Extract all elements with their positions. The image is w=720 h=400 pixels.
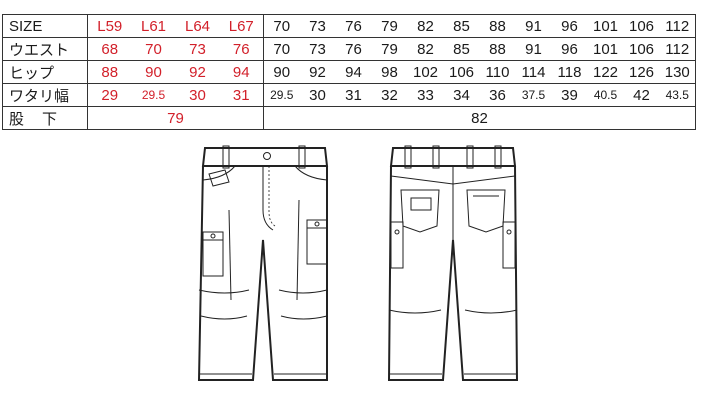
mens-cell: 40.5: [587, 83, 624, 107]
ladies-cell: 76: [219, 37, 264, 61]
mens-cell: 114: [515, 60, 552, 84]
mens-cell: 106: [443, 60, 480, 84]
mens-cell: 73: [299, 37, 336, 61]
mens-cell: 106: [623, 14, 660, 38]
mens-cell: 110: [479, 60, 516, 84]
mens-cell: 30: [299, 83, 336, 107]
mens-cell: 94: [335, 60, 372, 84]
mens-cell: 118: [551, 60, 588, 84]
ladies-cell: 29: [87, 83, 132, 107]
mens-cell: 102: [407, 60, 444, 84]
mens-cell: 85: [443, 37, 480, 61]
mens-cell: 31: [335, 83, 372, 107]
mens-cell: 76: [335, 14, 372, 38]
mens-cell: 130: [659, 60, 696, 84]
mens-cell: 91: [515, 14, 552, 38]
mens-cell: 112: [659, 14, 696, 38]
ladies-cell: 92: [175, 60, 220, 84]
ladies-cell: 73: [175, 37, 220, 61]
ladies-cell: L59: [87, 14, 132, 38]
mens-cell: 101: [587, 37, 624, 61]
ladies-inseam-cell: 79: [87, 106, 264, 130]
mens-cell: 92: [299, 60, 336, 84]
mens-cell: 37.5: [515, 83, 552, 107]
mens-cell: 96: [551, 14, 588, 38]
mens-cell: 82: [407, 14, 444, 38]
mens-cell: 34: [443, 83, 480, 107]
ladies-cell: 90: [131, 60, 176, 84]
mens-cell: 36: [479, 83, 516, 107]
mens-cell: 126: [623, 60, 660, 84]
ladies-cell: 30: [175, 83, 220, 107]
mens-cell: 88: [479, 37, 516, 61]
ladies-cell: 31: [219, 83, 264, 107]
mens-cell: 70: [263, 14, 300, 38]
ladies-cell: L61: [131, 14, 176, 38]
mens-cell: 33: [407, 83, 444, 107]
mens-cell: 85: [443, 14, 480, 38]
row-label: ウエスト: [2, 37, 88, 61]
mens-cell: 101: [587, 14, 624, 38]
mens-cell: 79: [371, 37, 408, 61]
mens-cell: 32: [371, 83, 408, 107]
pants-front-view: [197, 145, 329, 381]
mens-cell: 70: [263, 37, 300, 61]
mens-cell: 112: [659, 37, 696, 61]
ladies-cell: 68: [87, 37, 132, 61]
ladies-cell: 70: [131, 37, 176, 61]
mens-cell: 73: [299, 14, 336, 38]
mens-cell: 122: [587, 60, 624, 84]
mens-cell: 96: [551, 37, 588, 61]
pants-back-view: [387, 145, 519, 381]
ladies-cell: L67: [219, 14, 264, 38]
mens-cell: 82: [407, 37, 444, 61]
mens-cell: 76: [335, 37, 372, 61]
mens-cell: 42: [623, 83, 660, 107]
mens-cell: 43.5: [659, 83, 696, 107]
mens-cell: 106: [623, 37, 660, 61]
mens-cell: 98: [371, 60, 408, 84]
mens-cell: 29.5: [263, 83, 300, 107]
mens-cell: 91: [515, 37, 552, 61]
row-label: ワタリ幅: [2, 83, 88, 107]
mens-cell: 88: [479, 14, 516, 38]
mens-cell: 90: [263, 60, 300, 84]
ladies-cell: L64: [175, 14, 220, 38]
row-label: SIZE: [2, 14, 88, 38]
ladies-cell: 94: [219, 60, 264, 84]
row-label: 股下: [9, 110, 76, 128]
mens-cell: 79: [371, 14, 408, 38]
ladies-cell: 29.5: [131, 83, 176, 107]
mens-inseam-cell: 82: [263, 106, 696, 130]
mens-cell: 39: [551, 83, 588, 107]
ladies-cell: 88: [87, 60, 132, 84]
row-label: ヒップ: [2, 60, 88, 84]
